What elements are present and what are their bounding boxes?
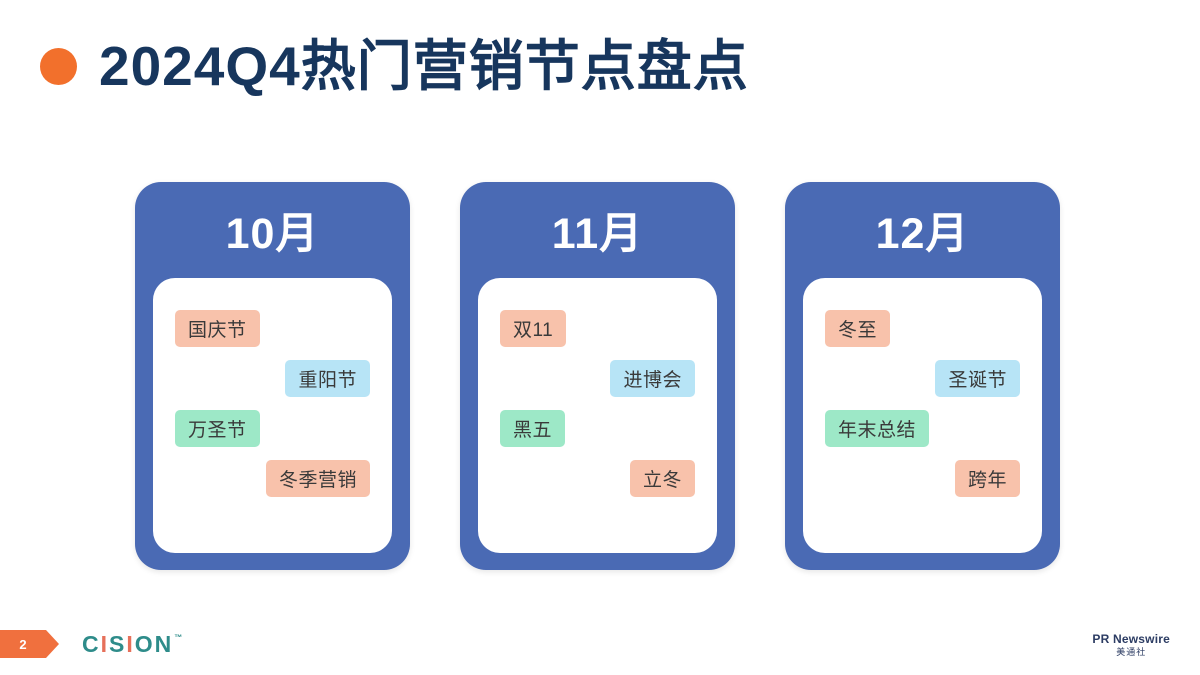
page-title: 2024Q4热门营销节点盘点 [40, 35, 749, 97]
trademark-icon: ™ [174, 632, 183, 642]
month-card-december[interactable]: 12月 冬至 圣诞节 年末总结 跨年 [785, 182, 1060, 570]
cision-letter: C [82, 630, 101, 657]
chip-row: 国庆节 [175, 310, 370, 347]
marketing-node-chip[interactable]: 万圣节 [175, 410, 260, 447]
chip-row: 冬季营销 [175, 460, 370, 497]
month-card-body: 冬至 圣诞节 年末总结 跨年 [803, 278, 1042, 553]
marketing-node-chip[interactable]: 冬至 [825, 310, 891, 347]
cision-letter: I [100, 630, 110, 657]
month-card-header: 10月 [225, 210, 320, 258]
month-card-header: 12月 [875, 210, 970, 258]
prnewswire-logo: PR Newswire 美通社 [1092, 632, 1170, 658]
chip-row: 跨年 [825, 460, 1020, 497]
marketing-node-chip[interactable]: 黑五 [500, 410, 566, 447]
month-card-header: 11月 [551, 210, 644, 258]
bullet-dot-icon [40, 48, 77, 86]
cision-letter: S [109, 630, 127, 657]
marketing-node-chip[interactable]: 重阳节 [285, 360, 370, 397]
marketing-node-chip[interactable]: 双11 [500, 310, 567, 347]
chip-row: 黑五 [500, 410, 695, 447]
cision-letter: I [126, 630, 135, 657]
page-title-text: 2024Q4热门营销节点盘点 [99, 35, 749, 97]
chip-row: 双11 [500, 310, 695, 347]
chip-row: 进博会 [500, 360, 695, 397]
marketing-node-chip[interactable]: 冬季营销 [265, 460, 370, 497]
cision-logo: C I S I O N ™ [82, 630, 183, 657]
month-card-november[interactable]: 11月 双11 进博会 黑五 立冬 [460, 182, 735, 570]
month-card-list: 10月 国庆节 重阳节 万圣节 冬季营销 11月 双 [135, 182, 1060, 570]
chip-row: 年末总结 [825, 410, 1020, 447]
marketing-node-chip[interactable]: 圣诞节 [935, 360, 1020, 397]
marketing-node-chip[interactable]: 国庆节 [175, 310, 260, 347]
prnewswire-name-cn: 美通社 [1116, 647, 1147, 658]
chip-row: 立冬 [500, 460, 695, 497]
chip-row: 冬至 [825, 310, 1020, 347]
cision-letter: O [134, 630, 155, 657]
marketing-node-chip[interactable]: 年末总结 [825, 410, 930, 447]
cision-letter: N [154, 630, 174, 657]
marketing-node-chip[interactable]: 立冬 [629, 460, 695, 497]
chip-row: 重阳节 [175, 360, 370, 397]
chip-row: 万圣节 [175, 410, 370, 447]
chip-row: 圣诞节 [825, 360, 1020, 397]
month-card-body: 国庆节 重阳节 万圣节 冬季营销 [153, 278, 392, 553]
footer-left: 2 C I S I O N ™ [0, 630, 182, 658]
prnewswire-name: PR Newswire [1092, 631, 1170, 646]
page-number-badge: 2 [0, 630, 59, 658]
month-card-october[interactable]: 10月 国庆节 重阳节 万圣节 冬季营销 [135, 182, 410, 570]
marketing-node-chip[interactable]: 跨年 [954, 460, 1020, 497]
marketing-node-chip[interactable]: 进博会 [610, 360, 695, 397]
month-card-body: 双11 进博会 黑五 立冬 [478, 278, 717, 553]
